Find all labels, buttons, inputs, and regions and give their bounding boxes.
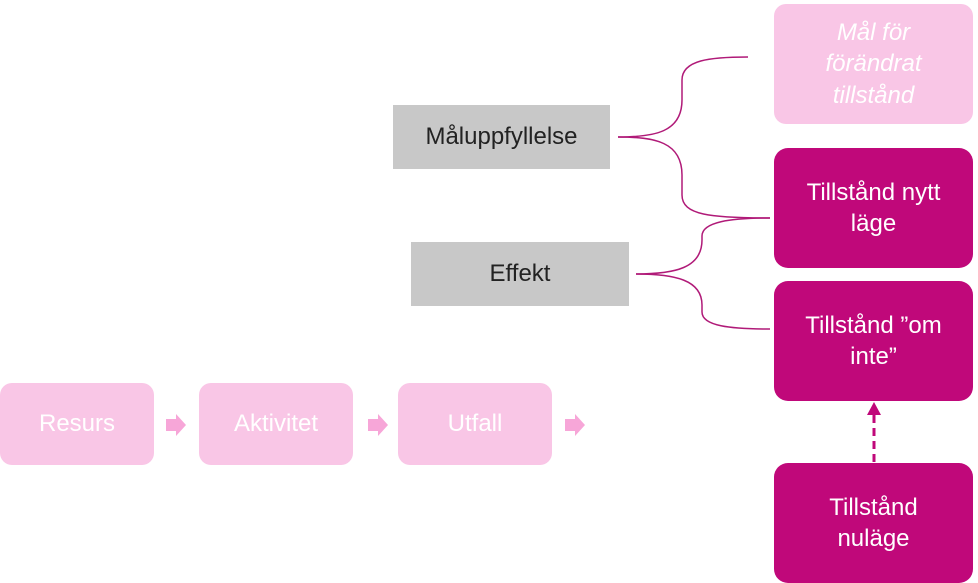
nytt-line-2: läge: [850, 210, 897, 237]
effekt-bracket-upper: [635, 217, 771, 275]
effekt-box: Effekt: [411, 242, 629, 306]
arrow-right-icon: [368, 414, 388, 436]
maluppfyllelse-label: Måluppfyllelse: [425, 123, 578, 151]
aktivitet-box: Aktivitet: [199, 383, 353, 465]
mal-line-2: förändrat: [825, 50, 922, 78]
tillstand-om-inte-box: Tillstånd ”om inte”: [774, 281, 973, 401]
nulage-line-2: nuläge: [837, 525, 910, 552]
maluppfyllelse-bracket-lower: [617, 136, 771, 219]
arrow-right-icon: [565, 414, 585, 436]
mal-line-1: Mål för: [836, 19, 911, 47]
tillstand-nulage-box: Tillstånd nuläge: [774, 463, 973, 583]
maluppfyllelse-box: Måluppfyllelse: [393, 105, 610, 169]
ominte-line-1: Tillstånd ”om: [805, 311, 942, 339]
resurs-box: Resurs: [0, 383, 154, 465]
mal-line-3: tillstånd: [832, 81, 915, 109]
dashed-arrow-head: [867, 402, 881, 415]
nytt-line-1: Tillstånd nytt: [806, 178, 941, 206]
effekt-label: Effekt: [489, 260, 551, 288]
arrow-right-icon: [166, 414, 186, 436]
utfall-label: Utfall: [447, 410, 503, 438]
aktivitet-label: Aktivitet: [233, 410, 319, 438]
maluppfyllelse-bracket: [617, 56, 749, 138]
tillstand-nytt-lage-box: Tillstånd nytt läge: [774, 148, 973, 268]
utfall-box: Utfall: [398, 383, 552, 465]
resurs-label: Resurs: [38, 410, 116, 438]
ominte-line-2: inte”: [850, 343, 897, 370]
mal-forandrat-tillstand-box: Mål för förändrat tillstånd: [774, 4, 973, 124]
effekt-bracket-lower: [635, 273, 771, 330]
nulage-line-1: Tillstånd: [829, 493, 918, 521]
